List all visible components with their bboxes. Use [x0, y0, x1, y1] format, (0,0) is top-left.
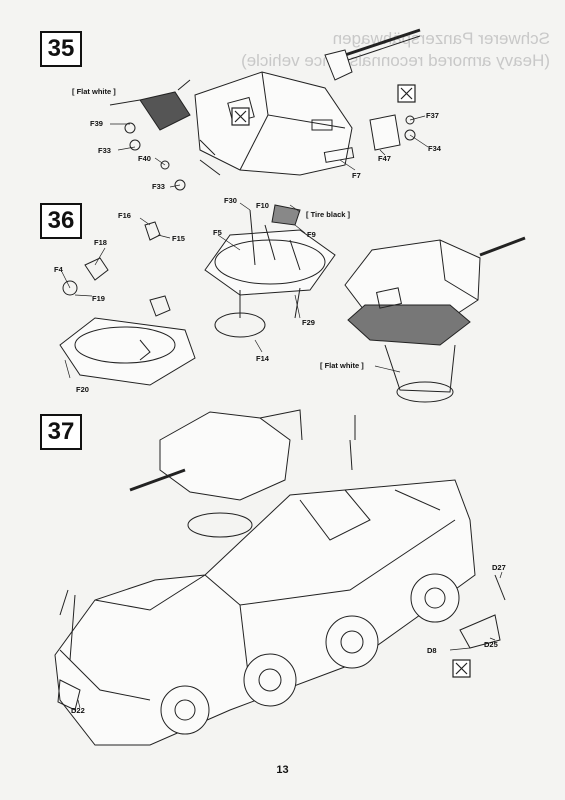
- part-label: D27: [492, 563, 506, 572]
- step-number-36: 36: [40, 203, 82, 239]
- part-label: F37: [426, 111, 439, 120]
- part-label: F47: [378, 154, 391, 163]
- paint-note-flat-white: [ Flat white ]: [320, 361, 364, 370]
- part-label: F18: [94, 238, 107, 247]
- part-label: F15: [172, 234, 185, 243]
- part-label: F20: [76, 385, 89, 394]
- part-label: D22: [71, 706, 85, 715]
- step-36-ring-drawing: [59, 221, 196, 386]
- part-label: F19: [92, 294, 105, 303]
- part-label: F30: [224, 196, 237, 205]
- cement-icons: [231, 84, 471, 678]
- paint-note-flat-white: [ Flat white ]: [72, 87, 116, 96]
- step-36-basket-drawing: [204, 204, 336, 338]
- part-label: D25: [484, 640, 498, 649]
- part-label: F16: [118, 211, 131, 220]
- paint-note-tire-black: [ Tire black ]: [306, 210, 351, 219]
- step-number-35: 35: [40, 31, 82, 67]
- part-label: F39: [90, 119, 103, 128]
- part-label: F40: [138, 154, 151, 163]
- part-label: F9: [307, 230, 316, 239]
- part-label: F5: [213, 228, 222, 237]
- part-label: F34: [428, 144, 441, 153]
- step-35-turret-drawing: [109, 28, 421, 191]
- part-label: F4: [54, 265, 63, 274]
- step-number-37: 37: [40, 414, 82, 450]
- step-36-assembled-turret-drawing: [344, 236, 526, 403]
- step-37-vehicle-drawing: [54, 409, 506, 746]
- part-label: D8: [427, 646, 437, 655]
- page-number: 13: [276, 764, 289, 776]
- part-label: F14: [256, 354, 269, 363]
- part-label: F33: [152, 182, 165, 191]
- part-label: F10: [256, 201, 269, 210]
- part-label: F7: [352, 171, 361, 180]
- leader-lines: [61, 115, 503, 709]
- part-label: F33: [98, 146, 111, 155]
- part-label: F29: [302, 318, 315, 327]
